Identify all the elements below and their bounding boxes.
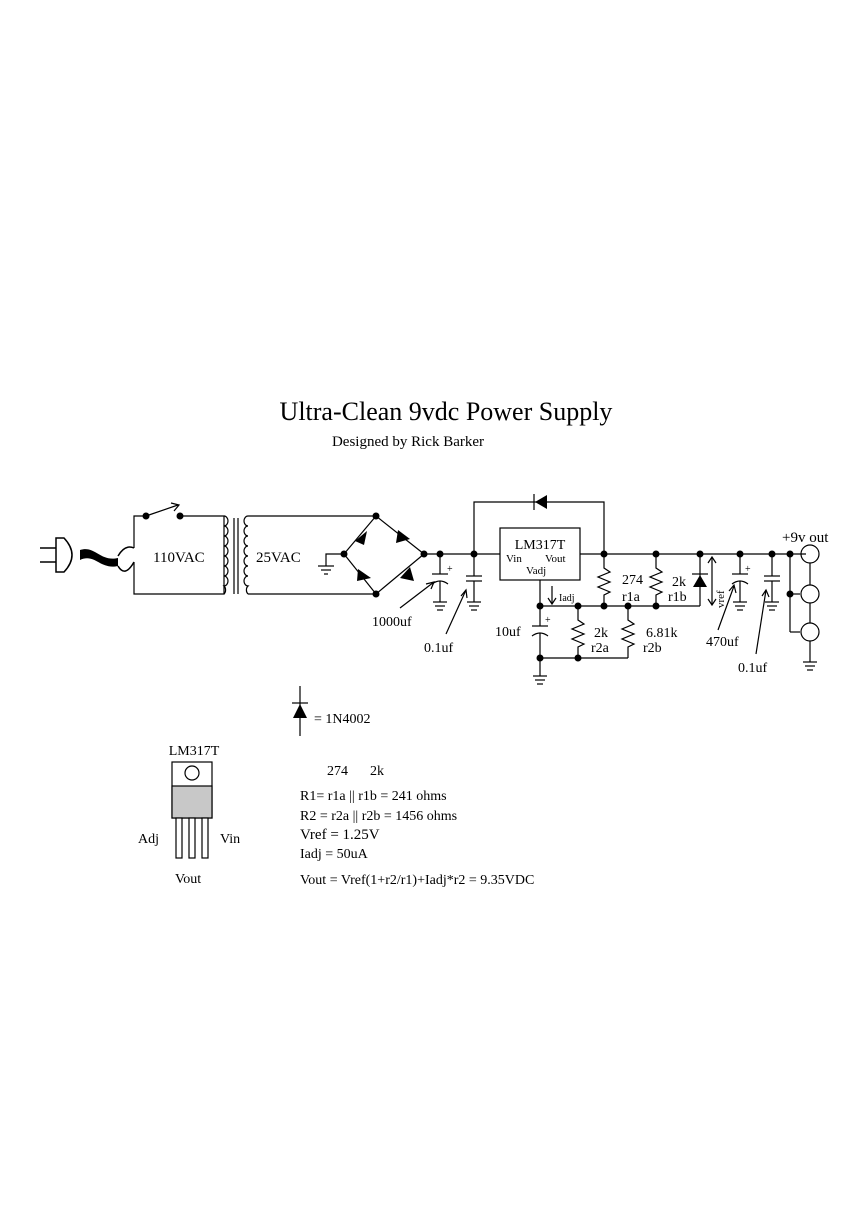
cap-0.1uf-input [466, 554, 482, 611]
label-10uf: 10uf [495, 625, 521, 640]
label-470uf: 470uf [706, 635, 739, 650]
equation-iadj: Iadj = 50uA [300, 847, 369, 862]
equation-r1: R1= r1a || r1b = 241 ohms [300, 789, 447, 804]
r1b-name: r1b [668, 590, 687, 605]
to220-package-icon [171, 761, 213, 859]
page-subtitle: Designed by Rick Barker [332, 434, 484, 450]
label-0.1uf-output: 0.1uf [738, 661, 768, 676]
r2b-name: r2b [643, 641, 662, 656]
label-iadj: Iadj [559, 593, 575, 604]
equation-vref: Vref = 1.25V [300, 827, 380, 843]
package-pin-vin: Vin [220, 832, 240, 847]
power-switch [133, 502, 225, 595]
r2b-value: 6.81k [646, 626, 678, 641]
plus-sign: + [545, 615, 551, 626]
resistor-r1a [596, 554, 612, 606]
r2a-value: 2k [594, 626, 608, 641]
output-diode [692, 554, 708, 606]
label-vref: vref [715, 590, 727, 608]
package-pin-vout: Vout [175, 872, 201, 887]
ac-plug-icon [40, 537, 135, 573]
regulator-vin: Vin [506, 553, 522, 565]
resistor-r2a [570, 606, 586, 658]
label-110vac: 110VAC [153, 550, 205, 566]
diode-legend-icon [292, 686, 308, 736]
plus-sign: + [745, 564, 751, 575]
r1b-value: 2k [672, 575, 686, 590]
plus-sign: + [447, 564, 453, 575]
transformer-icon [222, 515, 376, 595]
resistor-r2b [620, 606, 636, 658]
package-pin-adj: Adj [138, 832, 159, 847]
label-0.1uf-input: 0.1uf [424, 641, 454, 656]
bypass-diode [473, 494, 605, 554]
r1a-value: 274 [622, 573, 643, 588]
label-1000uf: 1000uf [372, 615, 412, 630]
equation-vout: Vout = Vref(1+r2/r1)+Iadj*r2 = 9.35VDC [300, 873, 534, 888]
cap-0.1uf-output [764, 554, 780, 611]
package-name: LM317T [169, 744, 220, 759]
regulator-vadj: Vadj [526, 565, 546, 577]
label-25vac: 25VAC [256, 550, 301, 566]
r2a-name: r2a [591, 641, 610, 656]
equation-header-a: 274 [327, 764, 348, 779]
page-title: Ultra-Clean 9vdc Power Supply [280, 397, 613, 426]
cap-470uf [731, 554, 749, 611]
resistor-r1b [648, 554, 664, 606]
regulator-name: LM317T [515, 538, 566, 553]
regulator-vout: Vout [545, 553, 566, 565]
bridge-rectifier [318, 512, 428, 598]
label-9v-out: +9v out [782, 530, 829, 546]
equation-r2: R2 = r2a || r2b = 1456 ohms [300, 809, 457, 824]
output-jacks [786, 544, 820, 671]
equation-header-b: 2k [370, 764, 384, 779]
diode-legend-label: = 1N4002 [314, 712, 371, 727]
r1a-name: r1a [622, 590, 641, 605]
